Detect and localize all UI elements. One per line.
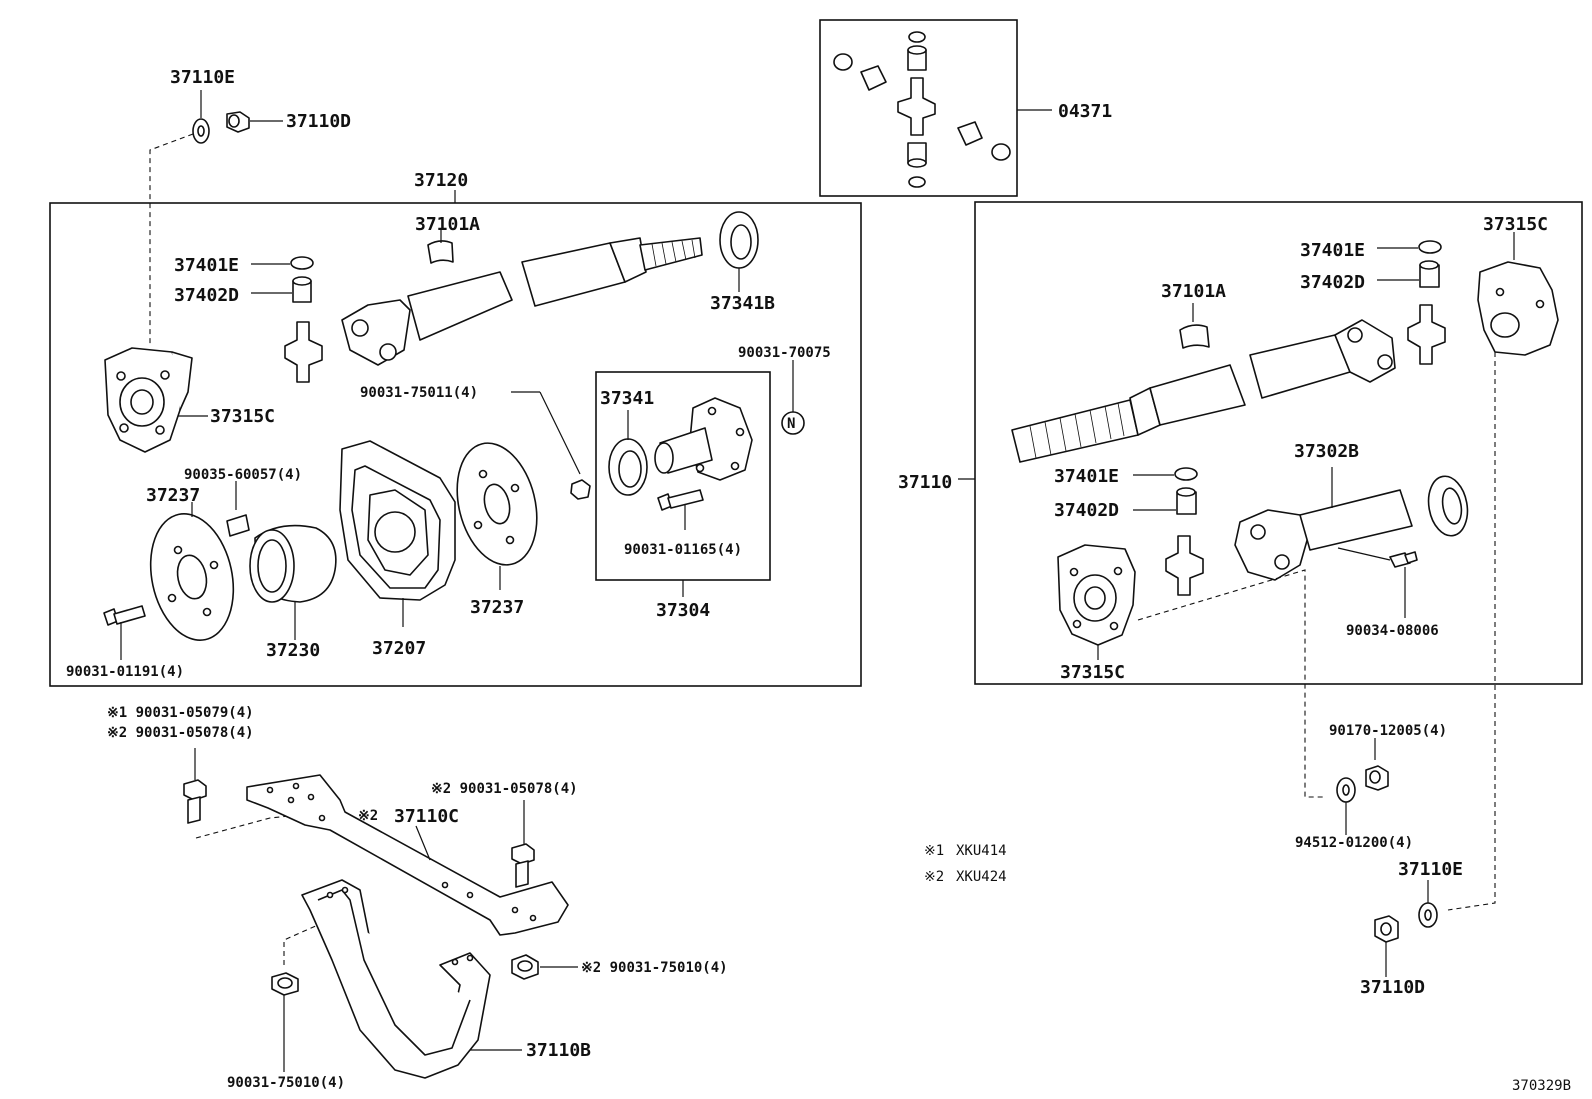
- nut-37110D-top[interactable]: [226, 111, 250, 133]
- companion-flange-37304[interactable]: [654, 397, 753, 481]
- universal-joint-kit-box: [819, 19, 1018, 197]
- flange-yoke-37315C-right-top[interactable]: [1477, 261, 1559, 356]
- label-90031-75011: 90031-75011(4): [360, 385, 478, 401]
- label-04371: 04371: [1058, 101, 1112, 122]
- label-37110D-top: 37110D: [286, 111, 351, 132]
- oil-seal-37341[interactable]: [608, 438, 648, 496]
- label-37401E-left: 37401E: [174, 255, 239, 276]
- legend-mark-1: ※1: [924, 843, 944, 859]
- label-37401E-right-mid: 37401E: [1054, 466, 1119, 487]
- label-37402D-right-top: 37402D: [1300, 272, 1365, 293]
- dust-seal-37341B[interactable]: [719, 211, 759, 269]
- label-90031-01165: 90031-01165(4): [624, 542, 742, 558]
- label-37341: 37341: [600, 388, 654, 409]
- crossmember-bracket-37110C[interactable]: [246, 774, 569, 936]
- snap-ring-37401E-left[interactable]: [290, 256, 314, 270]
- label-37230: 37230: [266, 640, 320, 661]
- legend-mark-2: ※2: [924, 869, 944, 885]
- label-94512-01200: 94512-01200(4): [1295, 835, 1413, 851]
- flange-yoke-37315C-left[interactable]: [104, 347, 193, 453]
- label-90031-01191: 90031-01191(4): [66, 664, 184, 680]
- diagram-code: 370329B: [1512, 1078, 1571, 1094]
- label-90031-75010-b: 90031-75010(4): [227, 1075, 345, 1091]
- label-90170-12005: 90170-12005(4): [1329, 723, 1447, 739]
- legend-model-2: XKU424: [956, 869, 1007, 885]
- label-37302B: 37302B: [1294, 441, 1359, 462]
- snap-ring-37401E-right-mid[interactable]: [1174, 467, 1198, 481]
- label-37110C: 37110C: [394, 806, 459, 827]
- nut-90031-75010-left[interactable]: [271, 972, 299, 996]
- label-90035-60057: 90035-60057(4): [184, 467, 302, 483]
- spider-right-top[interactable]: [1407, 304, 1446, 365]
- washer-37237-left[interactable]: [140, 506, 245, 648]
- label-37101A-right: 37101A: [1161, 281, 1226, 302]
- universal-joint-spider-kit[interactable]: [833, 31, 1011, 188]
- label-37110E-top: 37110E: [170, 67, 235, 88]
- label-37110: 37110: [898, 472, 952, 493]
- bolt-90031-05079[interactable]: [183, 779, 207, 824]
- rear-shaft-assembly-box: [974, 201, 1583, 685]
- support-bracket-37110B[interactable]: [301, 879, 491, 1079]
- label-37237-left: 37237: [146, 485, 200, 506]
- grease-fitting-90034-08006[interactable]: [1389, 551, 1418, 568]
- label-90034-08006: 90034-08006: [1346, 623, 1439, 639]
- model-legend: ※1 XKU414 ※2 XKU424: [924, 843, 1007, 885]
- label-37402D-left: 37402D: [174, 285, 239, 306]
- center-bearing-bracket-37207[interactable]: [339, 440, 456, 601]
- bearing-cup-37402D-right-top[interactable]: [1419, 260, 1440, 288]
- flange-yoke-37315C-right-bot[interactable]: [1057, 544, 1136, 646]
- sleeve-yoke-37302B[interactable]: [1234, 489, 1413, 581]
- label-37110B: 37110B: [526, 1040, 591, 1061]
- label-90031-75010-a: ※2 90031-75010(4): [581, 960, 728, 976]
- label-37110D-bot: 37110D: [1360, 977, 1425, 998]
- rear-propeller-shaft-tube[interactable]: [1011, 319, 1396, 463]
- spider-left-front[interactable]: [284, 321, 323, 383]
- label-37315C-left: 37315C: [210, 406, 275, 427]
- label-37237-right: 37237: [470, 597, 524, 618]
- nut-37110D-bot[interactable]: [1374, 915, 1399, 943]
- label-90031-05078-a: ※2 90031-05078(4): [107, 725, 254, 741]
- dust-cover-right[interactable]: [1424, 473, 1472, 539]
- nut-90170-12005[interactable]: [1365, 765, 1389, 791]
- front-propeller-shaft-tube[interactable]: [341, 237, 703, 366]
- label-90031-70075: 90031-70075: [738, 345, 831, 361]
- label-37110C-mark: ※2: [358, 808, 378, 824]
- bolt-90031-01165[interactable]: [657, 489, 704, 511]
- label-37101A-left: 37101A: [415, 214, 480, 235]
- label-37110E-bot: 37110E: [1398, 859, 1463, 880]
- label-90031-05079: ※1 90031-05079(4): [107, 705, 254, 721]
- label-90031-05078-b: ※2 90031-05078(4): [431, 781, 578, 797]
- label-37402D-right-mid: 37402D: [1054, 500, 1119, 521]
- balance-weight-37101A-right[interactable]: [1179, 324, 1210, 349]
- label-37341B: 37341B: [710, 293, 775, 314]
- nut-90031-75010-right[interactable]: [511, 954, 539, 980]
- legend-model-1: XKU414: [956, 843, 1007, 859]
- washer-37237-right[interactable]: [445, 435, 549, 574]
- bolt-90031-05078[interactable]: [511, 843, 535, 888]
- label-37401E-right-top: 37401E: [1300, 240, 1365, 261]
- spider-right-mid[interactable]: [1165, 535, 1204, 596]
- bolt-90031-01191[interactable]: [103, 605, 146, 626]
- washer-94512-01200[interactable]: [1336, 777, 1356, 803]
- nut-90031-75011[interactable]: [570, 479, 591, 500]
- bearing-cup-37402D-right-mid[interactable]: [1176, 487, 1197, 515]
- label-37304: 37304: [656, 600, 710, 621]
- label-37207: 37207: [372, 638, 426, 659]
- nut-90031-70075[interactable]: N: [781, 411, 805, 435]
- dowel-pin-90035-60057[interactable]: [226, 514, 250, 537]
- balance-weight-37101A-left[interactable]: [427, 240, 454, 264]
- label-37315C-right-bot: 37315C: [1060, 662, 1125, 683]
- label-37315C-right-top: 37315C: [1483, 214, 1548, 235]
- nut-mark: N: [787, 416, 795, 432]
- washer-37110E-top[interactable]: [192, 118, 210, 144]
- label-37120: 37120: [414, 170, 468, 191]
- snap-ring-37401E-right-top[interactable]: [1418, 240, 1442, 254]
- bearing-cup-37402D-left[interactable]: [292, 276, 312, 303]
- cushion-37230[interactable]: [249, 524, 337, 603]
- washer-37110E-bot[interactable]: [1418, 902, 1438, 928]
